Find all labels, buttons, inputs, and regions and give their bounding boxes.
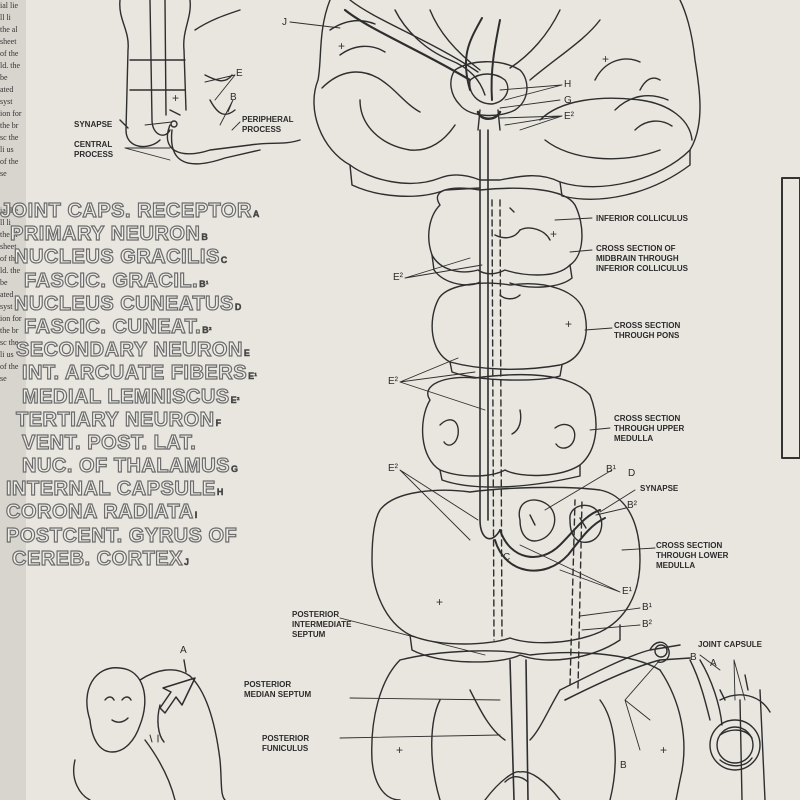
label-inferior-colliculus: INFERIOR COLLICULUS	[596, 214, 688, 223]
letter-b1-low: B¹	[642, 602, 652, 613]
spinal-cord-section	[371, 499, 691, 800]
label-cs-pons: CROSS SECTION THROUGH PONS	[614, 321, 681, 340]
label-cs-upper-medulla: CROSS SECTION THROUGH UPPER MEDULLA	[614, 414, 685, 443]
legend-item: FASCIC. CUNEAT.B²	[23, 315, 212, 338]
label-synapse-top: SYNAPSE	[74, 120, 113, 129]
legend-item: INTERNAL CAPSULEH	[5, 478, 224, 501]
letter-b-joint: B	[690, 652, 697, 663]
letter-e2-top: E²	[564, 111, 574, 122]
page-gutter	[0, 0, 26, 800]
letter-e-top: E	[236, 68, 243, 79]
plus-mark: +	[172, 91, 180, 105]
legend-item: JOINT CAPS. RECEPTORA	[0, 199, 260, 222]
legend-item: POSTCENT. GYRUS OF	[5, 524, 238, 547]
arrow-a	[159, 659, 196, 714]
legend-item: FASCIC. GRACIL.B¹	[23, 269, 209, 292]
pons-slab	[431, 282, 587, 381]
lemniscus-pathway	[479, 129, 503, 641]
plus-mark: +	[660, 743, 668, 757]
legend-item: CEREB. CORTEXJ	[11, 547, 189, 570]
edge-text-bottom: ial lie ll li the al sheet of the ld. th…	[0, 206, 22, 383]
letter-b-spinal: B	[620, 760, 627, 771]
plus-mark: +	[550, 227, 558, 241]
letter-d: D	[628, 468, 636, 479]
label-post-funiculus: POSTERIOR FUNICULUS	[262, 734, 310, 753]
plus-mark: +	[565, 317, 573, 331]
letter-j: J	[282, 17, 287, 28]
color-key-legend: JOINT CAPS. RECEPTORA PRIMARY NEURONB NU…	[0, 199, 300, 571]
letter-b-top: B	[230, 92, 237, 103]
joint-capsule	[689, 659, 771, 800]
letter-e2-low: E²	[388, 463, 398, 474]
letter-b1-mid: B¹	[606, 464, 616, 475]
legend-item: INT. ARCUATE FIBERSE¹	[21, 362, 258, 385]
neuron-inset	[119, 0, 301, 165]
edge-text-top: ial lie ll li the al sheet of the ld. th…	[0, 1, 22, 178]
legend-item: PRIMARY NEURONB	[9, 223, 208, 246]
letter-e2-pons: E²	[388, 376, 398, 387]
label-synapse-mid: SYNAPSE	[640, 484, 679, 493]
legend-item: CORONA RADIATAI	[5, 501, 198, 524]
label-cs-lower-medulla: CROSS SECTION THROUGH LOWER MEDULLA	[656, 541, 729, 570]
midbrain-slab	[428, 187, 583, 288]
legend-item: NUCLEUS GRACILISC	[13, 246, 228, 269]
letter-b2-low: B²	[642, 619, 652, 630]
letter-h: H	[564, 79, 572, 90]
legend-item: SECONDARY NEURONE	[15, 339, 250, 362]
plus-mark: +	[396, 743, 404, 757]
legend-item: MEDIAL LEMNISCUSE²	[21, 385, 240, 408]
letter-e2-mid: E²	[393, 272, 403, 283]
letter-b2-mid: B²	[627, 500, 637, 511]
plus-mark: +	[338, 39, 346, 53]
label-joint-capsule: JOINT CAPSULE	[698, 640, 763, 649]
letter-e1: E¹	[622, 586, 632, 597]
legend-item: TERTIARY NEURONF	[15, 408, 222, 431]
upper-medulla-slab	[421, 373, 597, 488]
label-peripheral-process: PERIPHERAL PROCESS	[242, 115, 294, 134]
plus-mark: +	[602, 52, 610, 66]
legend-item: NUCLEUS CUNEATUSD	[13, 292, 242, 315]
label-central-process: CENTRAL PROCESS	[74, 140, 114, 159]
lower-medulla-slab	[371, 486, 641, 663]
letter-c: C	[503, 552, 511, 563]
label-cs-midbrain: CROSS SECTION OF MIDBRAIN THROUGH INFERI…	[596, 244, 688, 273]
label-post-med-septum: POSTERIOR MEDIAN SEPTUM	[244, 680, 312, 699]
letter-a-joint: A	[710, 658, 717, 669]
woman-figure	[73, 667, 226, 800]
plus-mark: +	[436, 595, 444, 609]
letter-g: G	[564, 95, 572, 106]
label-post-int-septum: POSTERIOR INTERMEDIATE SEPTUM	[292, 610, 352, 639]
letter-a-arrow: A	[180, 645, 187, 656]
page-tab	[781, 177, 800, 459]
legend-item: VENT. POST. LAT.	[21, 431, 197, 454]
leader-lines	[124, 21, 746, 751]
legend-item: NUC. OF THALAMUSG	[21, 454, 238, 478]
